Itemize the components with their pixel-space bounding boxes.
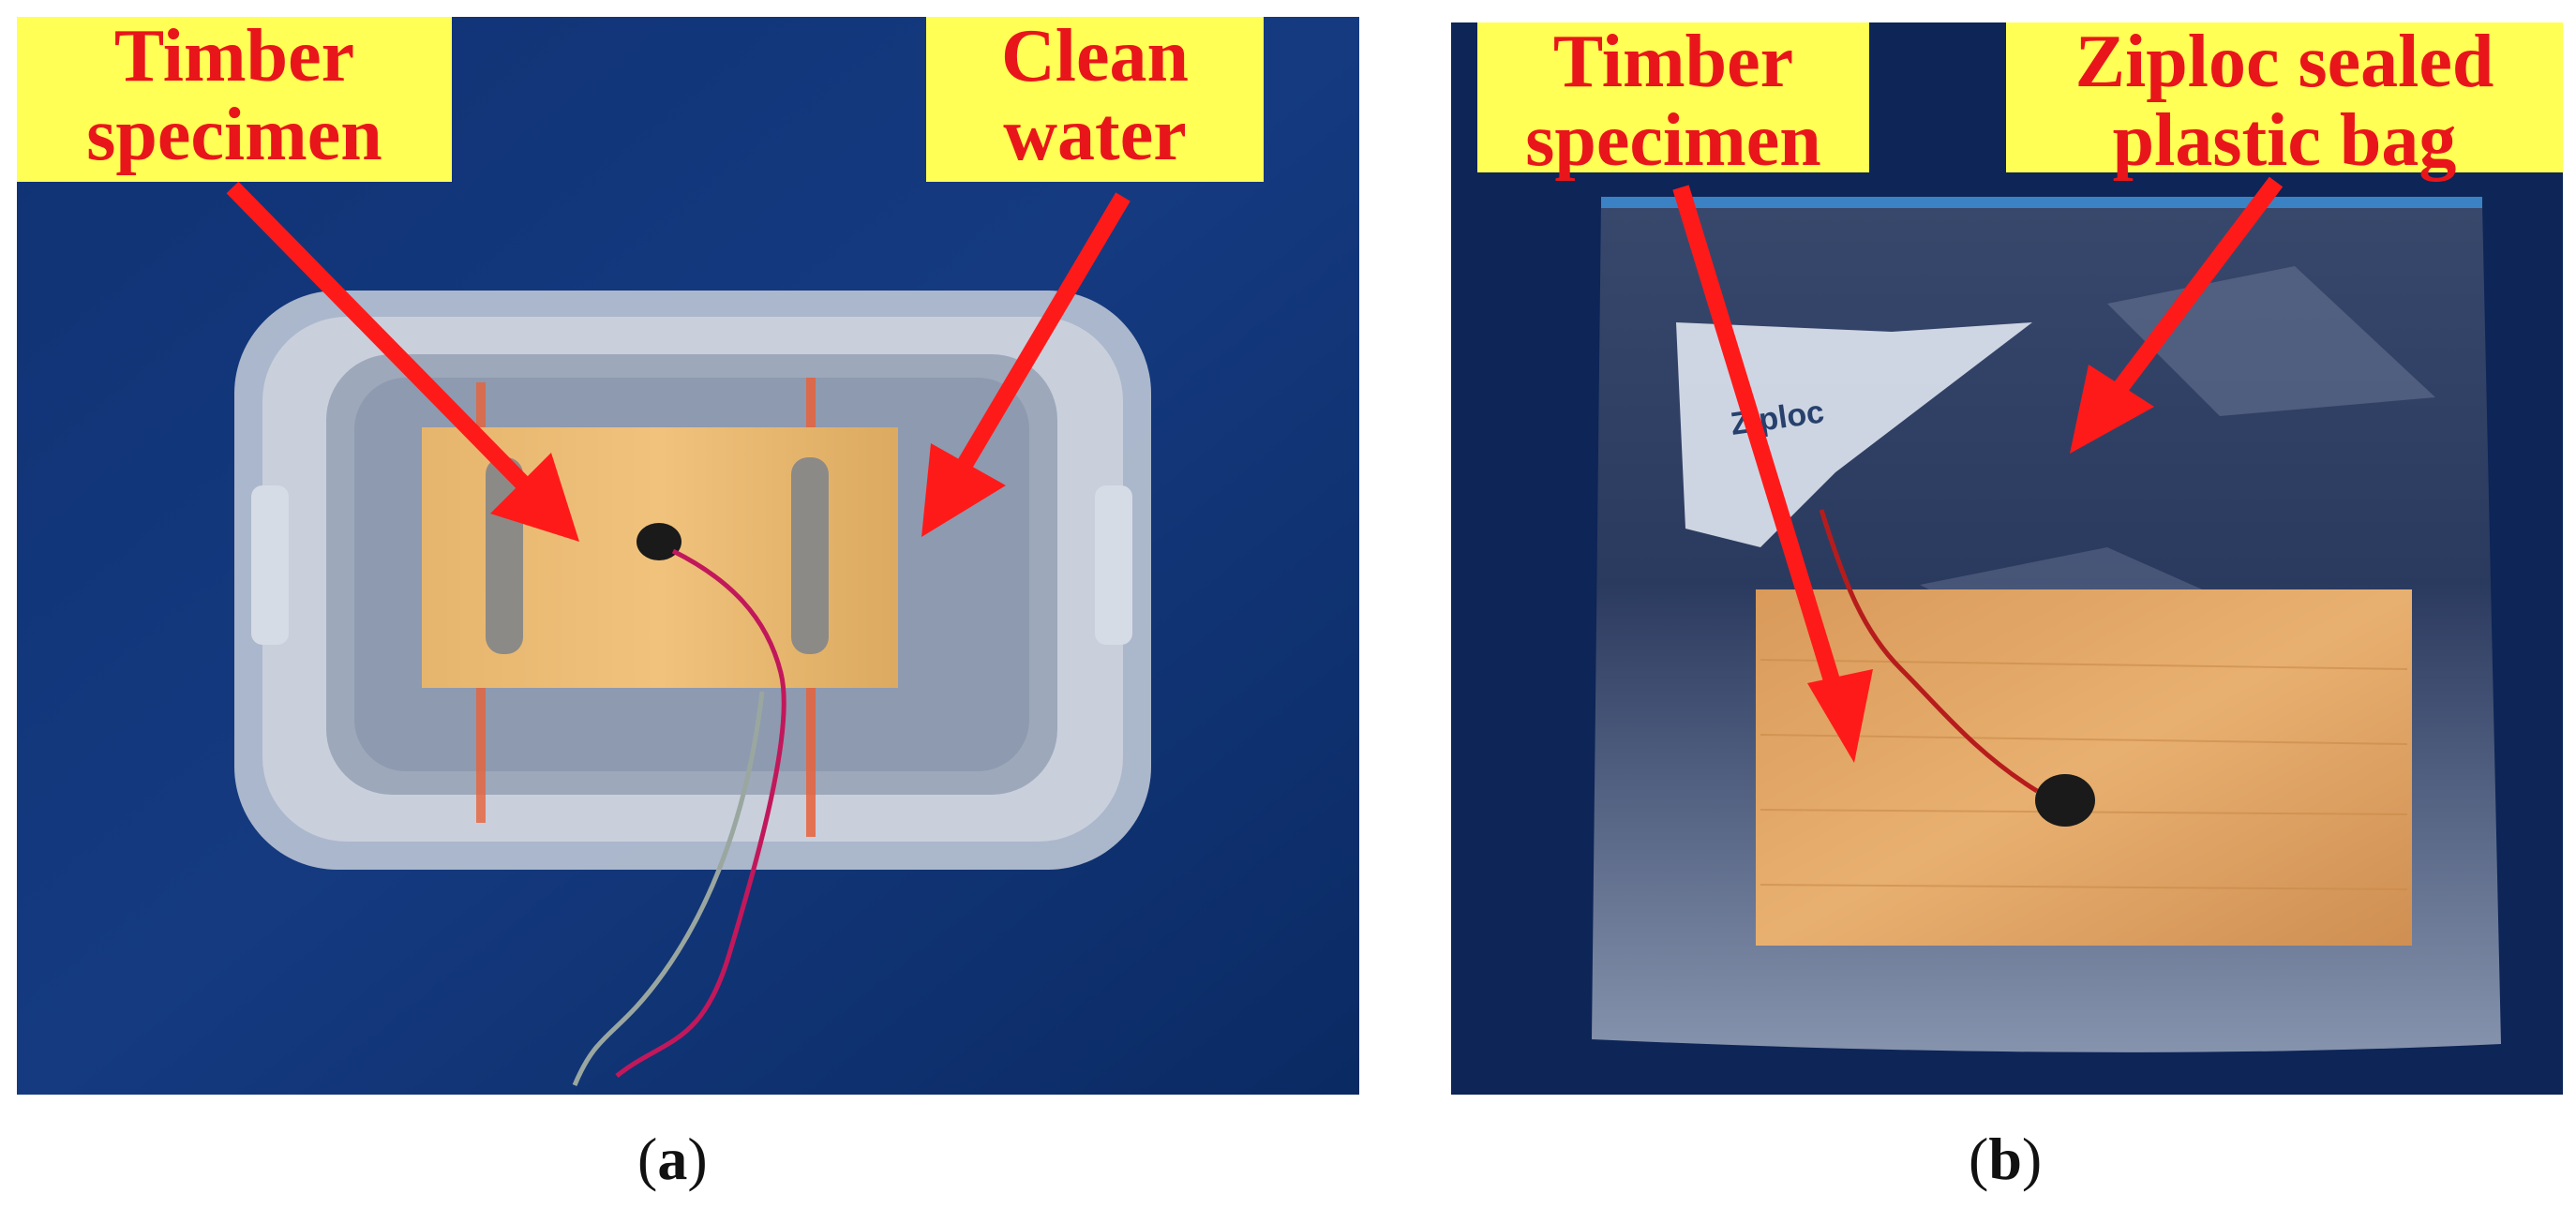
label-clean-water: Clean water bbox=[926, 17, 1264, 182]
zipper-seal bbox=[1601, 197, 2482, 208]
steel-rod-right bbox=[791, 457, 829, 654]
sensor-wire-b bbox=[1819, 509, 2039, 794]
arrow-water-a bbox=[921, 192, 1131, 537]
photo-panel-a: Timber specimen Clean water bbox=[17, 17, 1359, 1095]
arrow-bag-b bbox=[2070, 176, 2284, 454]
sealed-bag-photo: Ziploc bbox=[1451, 22, 2563, 1095]
sensor-disc bbox=[637, 523, 681, 560]
photo-panel-b: Ziploc Timber specimen Ziploc sealed pla bbox=[1451, 22, 2563, 1095]
label-timber-specimen-b: Timber specimen bbox=[1477, 22, 1869, 180]
water-tank-photo bbox=[17, 17, 1359, 1095]
label-timber-specimen-a: Timber specimen bbox=[17, 17, 452, 182]
arrow-timber-a bbox=[226, 181, 579, 542]
sensor-wire bbox=[615, 548, 786, 1078]
sensor-disc-b bbox=[2035, 774, 2095, 827]
caption-a: (a) bbox=[637, 1126, 708, 1192]
caption-b: (b) bbox=[1969, 1126, 2043, 1192]
label-ziploc-bag: Ziploc sealed plastic bag bbox=[2006, 22, 2563, 180]
arrow-timber-b bbox=[1672, 185, 1873, 763]
timber-specimen-b bbox=[1756, 589, 2412, 946]
